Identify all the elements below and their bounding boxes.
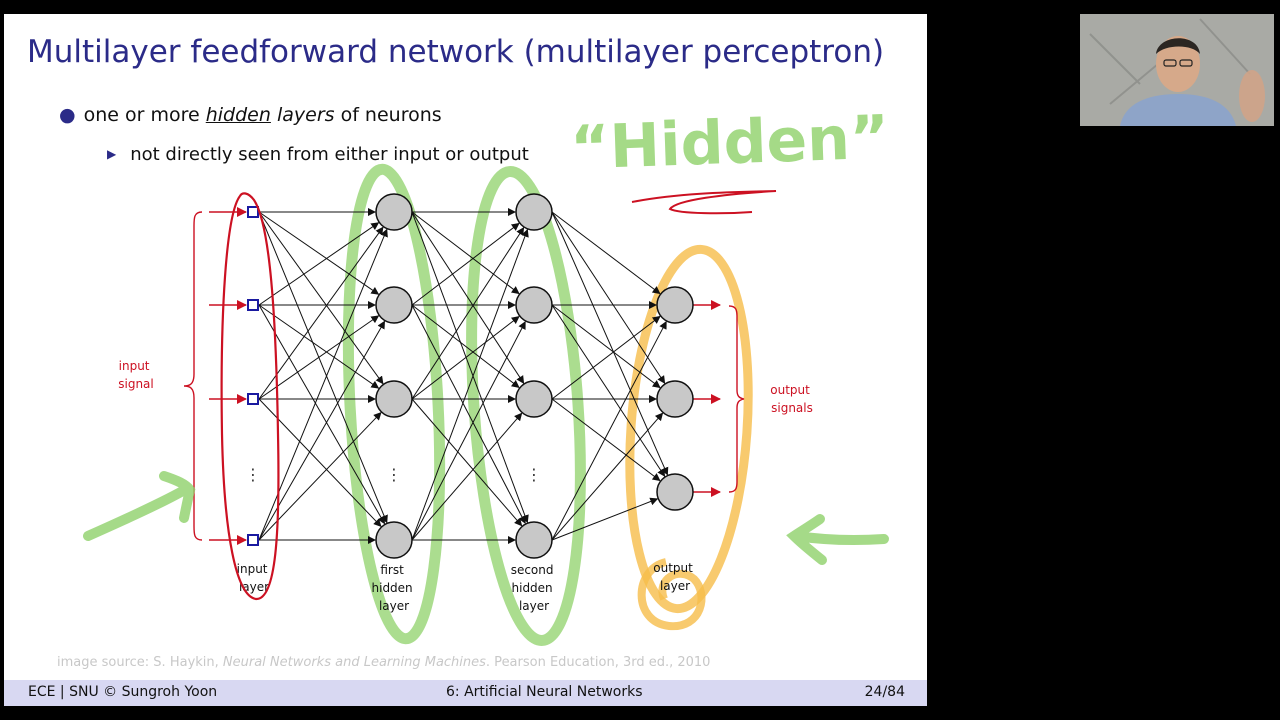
triangle-bullet-icon: ▶ <box>107 147 117 161</box>
synapse-edge <box>258 222 380 306</box>
output-signal-arrows <box>693 300 721 497</box>
input-node <box>247 534 259 546</box>
input-node <box>247 206 259 218</box>
second-hidden-highlight <box>466 166 586 646</box>
bullet1-prefix: one or more <box>83 104 206 126</box>
synapse-edge <box>411 304 526 524</box>
synapse-edge <box>551 211 666 384</box>
neurons <box>247 193 694 559</box>
hidden-neuron <box>375 380 413 418</box>
synapse-edge <box>551 315 661 400</box>
first-hidden-ellipsis: ⋮ <box>386 465 402 484</box>
source-prefix: image source: S. Haykin, <box>57 655 223 670</box>
output-neuron <box>656 380 694 418</box>
output-brace <box>728 305 745 493</box>
synapse-edge <box>411 398 523 527</box>
synapse-edge <box>551 211 661 295</box>
footer-page-number: 24/84 <box>864 684 905 700</box>
input-node <box>247 393 259 405</box>
first-hidden-layer-label: first hidden layer <box>372 563 417 613</box>
handwritten-hidden-annotation: “Hidden” <box>569 103 890 184</box>
synapse-edge <box>551 304 661 389</box>
synapse-edge <box>258 315 380 400</box>
second-hidden-ellipsis: ⋮ <box>526 465 542 484</box>
bullet1-hidden-word: hidden <box>205 104 271 126</box>
footer-lecture-title: 6: Artificial Neural Networks <box>446 684 643 700</box>
first-hidden-highlight <box>342 163 446 645</box>
output-neuron <box>656 286 694 324</box>
synapse-edge <box>258 320 385 541</box>
presenter-webcam <box>1080 14 1274 126</box>
synapse-edge <box>551 211 669 476</box>
sub-bullet-text: not directly seen from either input or o… <box>130 144 529 165</box>
input-brace <box>183 211 203 541</box>
presenter-image <box>1080 14 1274 126</box>
synapse-connections <box>258 208 669 544</box>
hidden-neuron <box>515 193 553 231</box>
synapse-edge <box>411 211 529 524</box>
input-ellipsis: ⋮ <box>245 465 261 484</box>
slide: Multilayer feedforward network (multilay… <box>4 14 927 706</box>
hidden-neuron <box>375 286 413 324</box>
synapse-edge <box>551 304 666 477</box>
network-diagram: ⋮ ⋮ ⋮ input signal output signals input … <box>83 103 890 646</box>
synapse-edge <box>258 211 388 524</box>
output-layer-label: output layer <box>653 561 696 593</box>
footer-author: ECE | SNU © Sungroh Yoon <box>28 684 218 700</box>
output-signals-label: output signals <box>770 383 813 415</box>
hidden-neuron <box>515 286 553 324</box>
synapse-edge <box>551 497 659 541</box>
synapse-edge <box>411 222 520 306</box>
bullet-hidden-layers: ● one or more hidden layers of neurons <box>59 104 442 126</box>
synapse-edge <box>258 211 380 295</box>
synapse-edge <box>258 304 385 525</box>
synapse-edge <box>411 412 523 541</box>
input-signal-label: input signal <box>118 359 154 391</box>
image-source-citation: image source: S. Haykin, Neural Networks… <box>57 655 710 670</box>
synapse-edge <box>411 211 525 384</box>
synapse-edge <box>258 304 380 389</box>
input-layer-label: input layer <box>237 562 272 594</box>
input-signal-arrows <box>209 207 247 545</box>
sub-bullet-not-seen: ▶ not directly seen from either input or … <box>107 144 529 165</box>
bullet1-layers-word: layers <box>270 104 335 126</box>
source-suffix: . Pearson Education, 3rd ed., 2010 <box>485 655 711 670</box>
synapse-edge <box>258 211 384 385</box>
synapse-edge <box>551 398 661 482</box>
synapse-edge <box>411 211 520 295</box>
synapse-edge <box>258 411 382 541</box>
synapse-edge <box>258 228 388 541</box>
synapse-edge <box>258 398 382 528</box>
red-underline-stroke <box>631 190 777 215</box>
synapse-edge <box>411 304 520 389</box>
synapse-edge <box>551 412 664 541</box>
input-node <box>247 299 259 311</box>
synapse-edge <box>551 320 667 541</box>
synapse-edge <box>411 321 526 541</box>
hidden-neuron <box>515 521 553 559</box>
left-green-arrow <box>83 471 196 541</box>
synapse-edge <box>411 227 525 400</box>
right-green-arrow <box>786 514 889 565</box>
hidden-neuron <box>375 521 413 559</box>
source-book-title: Neural Networks and Learning Machines <box>222 655 486 670</box>
second-hidden-layer-label: second hidden layer <box>511 563 558 613</box>
slide-footer: ECE | SNU © Sungroh Yoon 6: Artificial N… <box>4 680 927 706</box>
synapse-edge <box>258 226 384 400</box>
synapse-edge <box>411 228 529 541</box>
bullet-dot-icon: ● <box>59 104 76 126</box>
output-label-loop-highlight <box>637 558 706 631</box>
input-layer-highlight <box>220 192 280 601</box>
synapse-edge <box>411 315 520 400</box>
output-neuron <box>656 473 694 511</box>
bullet1-suffix: of neurons <box>334 104 442 126</box>
slide-title: Multilayer feedforward network (multilay… <box>27 34 885 70</box>
hidden-neuron <box>375 193 413 231</box>
hidden-neuron <box>515 380 553 418</box>
